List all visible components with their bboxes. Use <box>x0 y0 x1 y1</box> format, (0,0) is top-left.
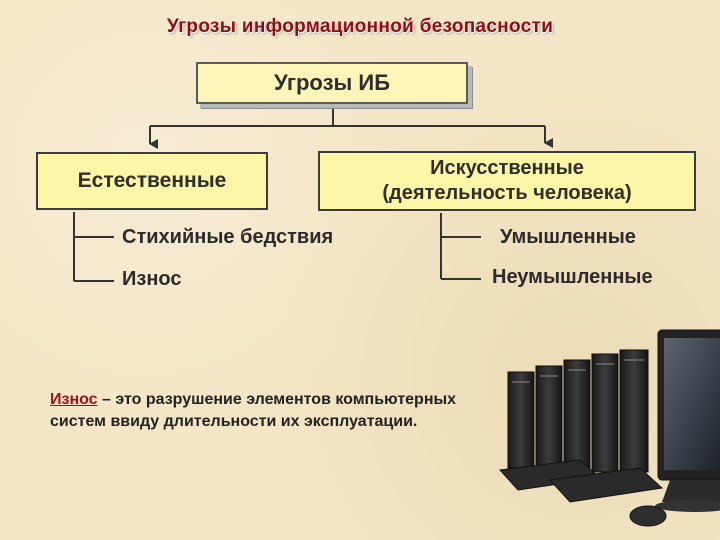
definition-term: Износ <box>50 391 98 408</box>
computers-illustration <box>498 329 720 527</box>
natural-child-disasters: Стихийные бедствия <box>122 226 334 248</box>
artificial-threats-label: Искусственные <box>430 157 584 179</box>
natural-threats-label: Естественные <box>77 169 227 192</box>
mouse-icon <box>629 505 667 527</box>
natural-child-wear: Износ <box>122 268 182 290</box>
server-towers <box>507 349 649 473</box>
root-node-box: Угрозы ИБ <box>196 62 468 104</box>
artificial-threats-sublabel: (деятельность человека) <box>382 182 632 204</box>
natural-threats-box: Естественные <box>36 152 268 210</box>
artificial-child-intentional: Умышленные <box>500 226 636 248</box>
monitor-icon <box>655 329 720 512</box>
artificial-threats-box: Искусственные (деятельность человека) <box>318 151 696 211</box>
root-node-label: Угрозы ИБ <box>273 70 391 95</box>
slide-title: Угрозы информационной безопасности <box>166 16 554 37</box>
definition-body: – это разрушение элементов компьютерных … <box>50 391 457 430</box>
definition-text: Износ – это разрушение элементов компьют… <box>50 389 470 432</box>
artificial-child-unintentional: Неумышленные <box>492 266 653 288</box>
